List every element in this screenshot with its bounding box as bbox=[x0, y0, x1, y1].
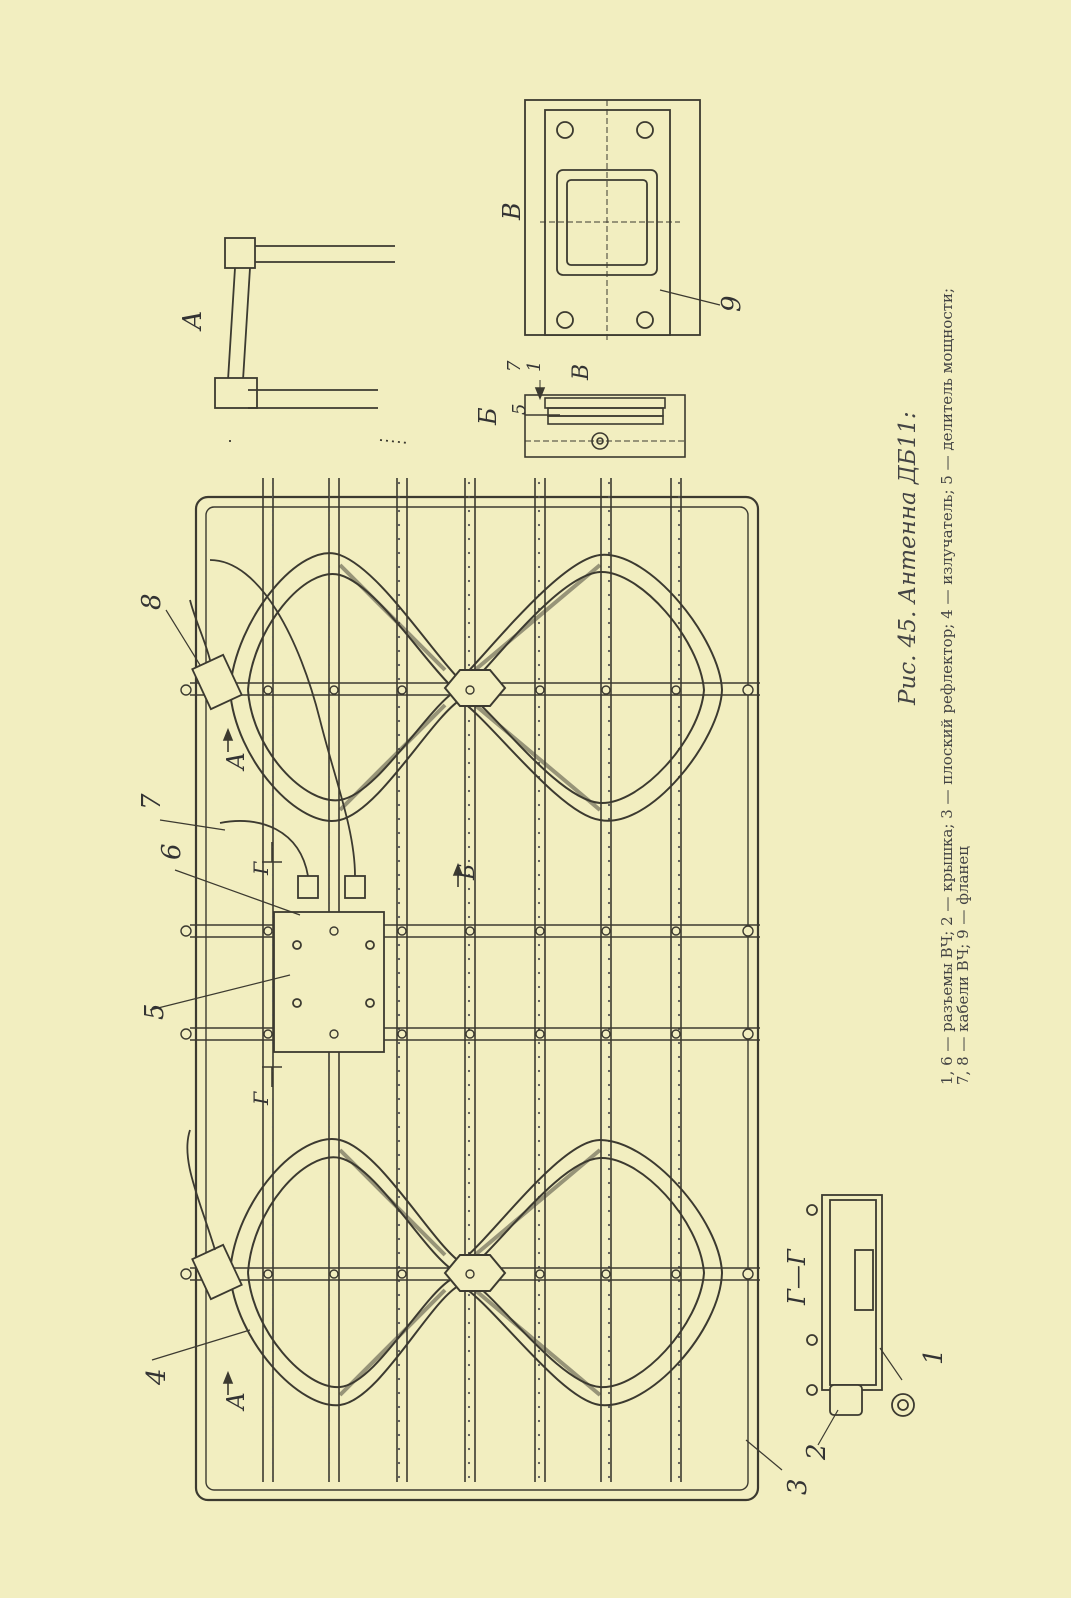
rod-clamp bbox=[329, 1269, 339, 1279]
rod-clamp bbox=[601, 1269, 611, 1279]
marker-g-top: Г bbox=[249, 861, 273, 876]
rod-clamp bbox=[671, 1269, 681, 1279]
rod-clamp bbox=[601, 1029, 611, 1039]
callout-9: 9 bbox=[717, 295, 747, 312]
rod-clamp bbox=[329, 926, 339, 936]
reflector-rods bbox=[262, 478, 682, 1482]
dim-1: 1 bbox=[524, 361, 545, 372]
callout-8: 8 bbox=[137, 593, 167, 610]
view-b-label: Б bbox=[474, 407, 502, 426]
detail-v-flange bbox=[524, 99, 721, 340]
frame-bolt bbox=[180, 1028, 192, 1040]
leader-lines bbox=[149, 609, 783, 1471]
frame-bolt bbox=[742, 1268, 754, 1280]
frame-bolt bbox=[180, 925, 192, 937]
rod-clamp bbox=[535, 1029, 545, 1039]
rod-clamp bbox=[465, 1029, 475, 1039]
rod-clamp bbox=[263, 926, 273, 936]
view-a-label: А bbox=[178, 310, 208, 332]
rod-clamp bbox=[535, 685, 545, 695]
caption-line-2: 7, 8 — кабели ВЧ; 9 — фланец bbox=[954, 846, 972, 1085]
reflector-rod-holes bbox=[465, 478, 475, 1482]
rod-clamp bbox=[263, 1269, 273, 1279]
rod-clamp bbox=[465, 1269, 475, 1279]
rod-clamp bbox=[263, 685, 273, 695]
view-v-label: В bbox=[498, 202, 526, 221]
caption-line-1: 1, 6 — разъемы ВЧ; 2 — крышка; 3 — плоск… bbox=[938, 288, 956, 1085]
callout-2: 2 bbox=[802, 1443, 832, 1461]
frame-bolt bbox=[742, 925, 754, 937]
callout-5: 5 bbox=[140, 1003, 170, 1020]
callout-4: 4 bbox=[142, 1368, 172, 1386]
rod-clamp bbox=[601, 926, 611, 936]
marker-a-bottom: А bbox=[222, 1392, 250, 1412]
rod-clamp bbox=[671, 926, 681, 936]
marker-v: В bbox=[569, 364, 594, 381]
rod-clamp bbox=[535, 1269, 545, 1279]
radiator-bottom bbox=[228, 1138, 724, 1407]
rod-clamp bbox=[671, 685, 681, 695]
detail-a bbox=[214, 237, 409, 446]
dim-5: 5 bbox=[509, 404, 530, 415]
marker-g-bottom: Г bbox=[249, 1091, 273, 1106]
radiator-top bbox=[228, 552, 724, 822]
hf-cables bbox=[186, 559, 366, 1301]
rod-clamp bbox=[671, 1029, 681, 1039]
section-markers bbox=[222, 727, 464, 1395]
frame-bolt bbox=[742, 684, 754, 696]
rod-clamp bbox=[397, 926, 407, 936]
detail-b bbox=[524, 380, 686, 458]
reflector-rod-holes bbox=[601, 478, 611, 1482]
marker-b: Б bbox=[455, 864, 480, 881]
rod-clamp bbox=[465, 685, 475, 695]
rod-clamp bbox=[465, 926, 475, 936]
view-g-label: Г—Г bbox=[783, 1248, 811, 1306]
frame-bolt bbox=[180, 1268, 192, 1280]
frame-bolt bbox=[742, 1028, 754, 1040]
rod-clamp bbox=[397, 1269, 407, 1279]
reflector-rod-holes bbox=[397, 478, 407, 1482]
rod-clamp bbox=[329, 1029, 339, 1039]
reflector-rod-holes bbox=[671, 478, 681, 1482]
rod-clamp bbox=[535, 926, 545, 936]
rod-clamp bbox=[601, 685, 611, 695]
rod-clamp bbox=[263, 1029, 273, 1039]
rod-clamp bbox=[329, 685, 339, 695]
callout-3: 3 bbox=[783, 1478, 813, 1495]
callout-1: 1 bbox=[919, 1348, 949, 1365]
rod-clamp bbox=[397, 685, 407, 695]
rod-clamp bbox=[397, 1029, 407, 1039]
callout-7: 7 bbox=[137, 793, 167, 810]
frame-bolt bbox=[180, 684, 192, 696]
dim-7: 7 bbox=[504, 360, 525, 372]
figure-title: Рис. 45. Антенна ДБ11: bbox=[895, 411, 921, 706]
reflector-rod-holes bbox=[535, 478, 545, 1482]
power-divider bbox=[273, 911, 385, 1053]
section-g-g bbox=[806, 1194, 915, 1446]
callout-6: 6 bbox=[157, 843, 187, 860]
frame-bolts bbox=[180, 684, 754, 1280]
marker-a-top: А bbox=[222, 752, 250, 772]
